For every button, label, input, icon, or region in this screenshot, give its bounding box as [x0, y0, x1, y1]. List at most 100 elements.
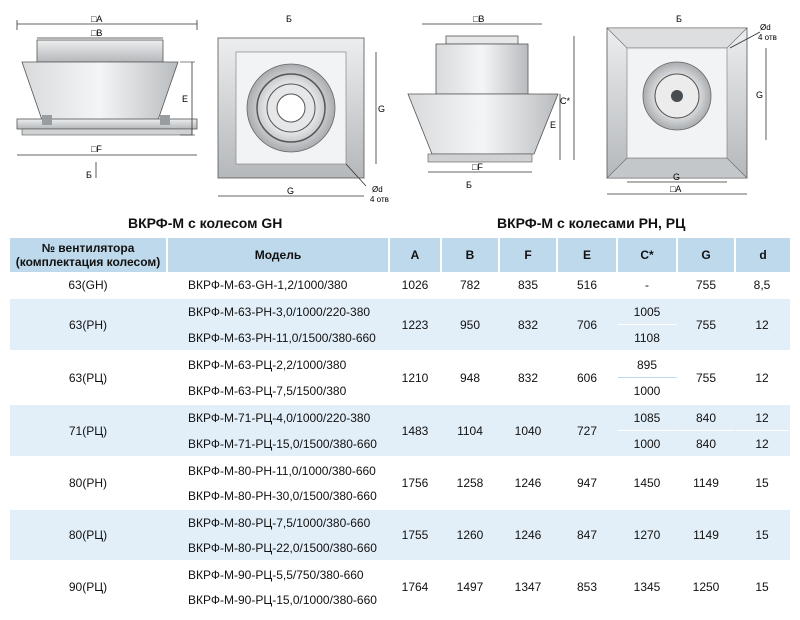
- top-view-gh: Б G G Ød 4 отв: [217, 14, 389, 204]
- f-cell: 1347: [514, 580, 542, 594]
- fan-no-cell: 71(РЦ): [10, 405, 168, 456]
- table-row: 63(PH) ВКРФ-М-63-PH-3,0/1000/220-380 122…: [10, 299, 790, 350]
- d-cell: 12: [755, 370, 769, 385]
- g-cell: 840: [678, 405, 736, 431]
- e-cell: 853: [576, 580, 598, 594]
- c-cell: 895: [618, 352, 678, 378]
- c-cell: 1450: [633, 476, 661, 490]
- c-cell: 1000: [633, 383, 661, 398]
- c-cell: -: [645, 277, 649, 292]
- e-cell: 706: [558, 299, 618, 350]
- g-cell: 755: [695, 277, 717, 292]
- header-g: G: [678, 238, 736, 272]
- b-cell: 950: [442, 299, 500, 350]
- side-b-label-2: Б: [676, 14, 682, 24]
- d-cell: 8,5: [753, 277, 771, 292]
- d-cell: 12: [736, 431, 790, 456]
- b-cell: 1260: [442, 510, 500, 560]
- top-view-ph: Б G G □A Ød 4 отв: [606, 14, 777, 195]
- header-row: № вентилятора (комплектация колесом) Мод…: [10, 238, 790, 272]
- f-cell: 1246: [500, 510, 558, 560]
- fan-no-cell: 80(PH): [68, 476, 107, 490]
- technical-drawings: □A □B E □F Б Б G G Ød 4 отв □B: [0, 0, 800, 205]
- a-cell: 1755: [390, 510, 442, 560]
- model-cell: ВКРФ-М-71-РЦ-15,0/1500/380-660: [168, 431, 390, 456]
- c-cell: 1005: [618, 299, 678, 325]
- g-cell: 1149: [693, 476, 719, 490]
- dim-f-label: □F: [91, 144, 102, 154]
- model-cell: ВКРФ-М-80-PH-30,0/1500/380-660: [188, 488, 377, 503]
- table-row: ВКРФ-М-90-РЦ-15,0/1000/380-660: [10, 587, 790, 612]
- model-cell: ВКРФ-М-90-РЦ-15,0/1000/380-660: [188, 592, 377, 607]
- dim-b-label: □B: [91, 28, 102, 38]
- dim-a-label: □A: [91, 14, 102, 24]
- header-f: F: [500, 238, 558, 272]
- fan-no-cell: 80(РЦ): [10, 510, 168, 560]
- dim-g-bottom-label: G: [287, 186, 294, 196]
- header-e: E: [558, 238, 618, 272]
- hole-count-label-2: 4 отв: [758, 33, 777, 42]
- dim-g-bottom-label-2: G: [673, 172, 680, 182]
- f-cell: 832: [500, 299, 558, 350]
- hole-diameter-label-2: Ød: [760, 23, 771, 32]
- g-cell: 840: [678, 431, 736, 456]
- d-cell: 15: [736, 510, 790, 560]
- side-b-label: Б: [286, 14, 292, 24]
- header-a: A: [390, 238, 442, 272]
- b-cell: 782: [459, 277, 481, 292]
- e-cell: 847: [558, 510, 618, 560]
- g-cell: 755: [678, 299, 736, 350]
- dim-e-label-2: E: [550, 120, 556, 130]
- table-row: 90(РЦ) ВКРФ-М-90-РЦ-5,5/750/380-660 1764…: [10, 562, 790, 595]
- d-cell: 15: [755, 580, 769, 594]
- model-cell: ВКРФ-М-90-РЦ-5,5/750/380-660: [188, 567, 364, 582]
- model-cell: ВКРФ-М-63-PH-11,0/1500/380-660: [168, 325, 390, 350]
- table-row: ВКРФ-М-63-РЦ-7,5/1500/380 1000: [10, 378, 790, 403]
- specs-table: № вентилятора (комплектация колесом) Мод…: [10, 238, 790, 612]
- table-row: ВКРФ-М-80-РЦ-22,0/1500/380-660: [10, 535, 790, 560]
- a-cell: 1223: [390, 299, 442, 350]
- dim-g-label-2: G: [756, 90, 763, 100]
- e-cell: 727: [558, 405, 618, 456]
- table-row: 71(РЦ) ВКРФ-М-71-РЦ-4,0/1000/220-380 148…: [10, 405, 790, 456]
- b-cell: 1104: [442, 405, 500, 456]
- header-d: d: [736, 238, 790, 272]
- caption-ph-rc: ВКРФ-М с колесами PH, РЦ: [497, 215, 686, 231]
- b-cell: 948: [459, 370, 481, 385]
- model-cell: ВКРФ-М-63-РЦ-7,5/1500/380: [188, 383, 347, 398]
- e-cell: 947: [576, 476, 598, 490]
- a-cell: 1764: [401, 580, 429, 594]
- model-cell: ВКРФ-М-63-GH-1,2/1000/380: [188, 277, 348, 292]
- header-c: C*: [618, 238, 678, 272]
- dim-g-label: G: [378, 104, 385, 114]
- f-cell: 835: [517, 277, 539, 292]
- model-cell: ВКРФ-М-80-РЦ-22,0/1500/380-660: [168, 535, 390, 560]
- c-cell: 1085: [618, 405, 678, 431]
- g-cell: 1149: [678, 510, 736, 560]
- fan-no-cell: 63(GH): [68, 277, 108, 292]
- side-view-ph: □B C* E □F Б: [407, 14, 575, 190]
- c-cell: 1270: [618, 510, 678, 560]
- f-cell: 1246: [514, 476, 542, 490]
- c-cell: 1108: [618, 325, 678, 350]
- e-cell: 516: [576, 277, 598, 292]
- view-arrow-label-2: Б: [466, 180, 472, 190]
- model-cell: ВКРФ-М-63-РЦ-2,2/1000/380: [188, 358, 347, 372]
- dim-c-label: C*: [560, 96, 570, 106]
- d-cell: 12: [736, 299, 790, 350]
- table-row: 63(РЦ) ВКРФ-М-63-РЦ-2,2/1000/380 1210 94…: [10, 352, 790, 385]
- d-cell: 15: [755, 476, 769, 490]
- fan-no-cell: 63(РЦ): [68, 370, 108, 385]
- header-fan-no: № вентилятора (комплектация колесом): [10, 238, 168, 272]
- fan-no-cell: 90(РЦ): [68, 580, 108, 594]
- g-cell: 1250: [692, 580, 720, 594]
- b-cell: 1258: [456, 476, 484, 490]
- table-row: ВКРФ-М-80-PH-30,0/1500/380-660: [10, 483, 790, 508]
- dim-f-label-2: □F: [472, 162, 483, 172]
- hole-count-label: 4 отв: [370, 195, 389, 204]
- a-cell: 1483: [390, 405, 442, 456]
- a-cell: 1026: [401, 277, 429, 292]
- header-b: B: [442, 238, 500, 272]
- g-cell: 755: [695, 370, 717, 385]
- a-cell: 1756: [401, 476, 429, 490]
